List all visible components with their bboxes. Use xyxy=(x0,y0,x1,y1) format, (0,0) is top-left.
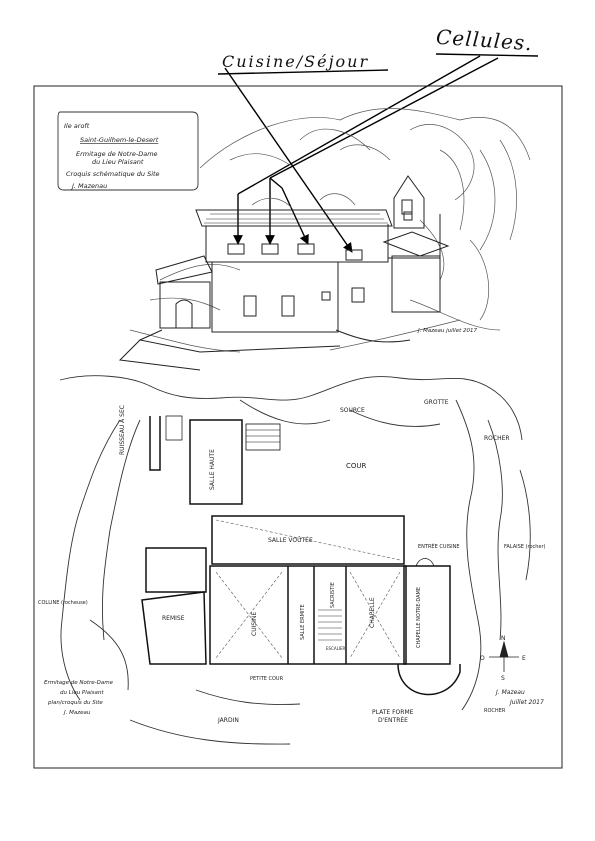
plan-vault-lines xyxy=(215,519,401,659)
label-jardin: JARDIN xyxy=(217,717,239,724)
annotation-lines xyxy=(217,53,539,253)
plan-rock-contours xyxy=(59,375,531,745)
label-ruisseau: RUISSEAU À SEC xyxy=(119,405,126,455)
compass-s: S xyxy=(501,675,505,682)
label-falaise: FALAISE (rocher) xyxy=(504,544,546,550)
plan-caption-2: du Lieu Plaisant xyxy=(60,690,104,696)
label-salle-ermite: SALLE ERMITE xyxy=(300,604,306,640)
label-salle-voutee: SALLE VOÛTÉE xyxy=(268,536,313,544)
label-plate-forme: PLATE FORME xyxy=(372,709,414,716)
label-cour: COUR xyxy=(346,462,367,470)
plan-caption-4: J. Mazeau xyxy=(63,710,91,716)
hillside-sketch xyxy=(129,108,531,353)
label-cuisine: CUISINE xyxy=(251,612,258,636)
plan-caption-1: Ermitage de Notre-Dame xyxy=(44,680,114,686)
label-source: SOURCE xyxy=(340,407,365,414)
compass-e: E xyxy=(522,655,526,662)
drawing-frame xyxy=(33,85,563,769)
compass-rose xyxy=(489,640,519,672)
hermitage-building-sketch xyxy=(118,175,450,371)
title-box-text: Ile aroft Saint-Guilhem-le-Desert Ermita… xyxy=(64,122,160,190)
label-sacristie: SACRISTIE xyxy=(330,582,336,608)
label-escalier: ESCALIER xyxy=(326,646,346,651)
title-line-4: du Lieu Plaisant xyxy=(92,158,144,166)
label-remise: REMISE xyxy=(162,615,185,622)
plan-walls xyxy=(141,415,461,696)
compass-n: N xyxy=(501,635,506,642)
title-line-5: Croquis schématique du Site xyxy=(66,170,160,178)
label-chapelle-1: CHAPELLE xyxy=(369,597,376,628)
plan-labels: RUISSEAU À SEC SOURCE GROTTE ROCHER COUR… xyxy=(38,399,546,724)
label-dentree: D'ENTRÉE xyxy=(378,716,408,724)
label-rocher: ROCHER xyxy=(484,435,510,442)
label-petite-cour: PETITE COUR xyxy=(250,676,284,682)
title-line-6: J. Mazenau xyxy=(70,182,107,190)
title-line-1: Ile aroft xyxy=(64,122,90,130)
label-grotte: GROTTE xyxy=(424,399,449,406)
compass-o: O xyxy=(480,655,485,662)
label-salle-haute: SALLE HAUTE xyxy=(209,449,216,490)
title-box xyxy=(57,111,199,191)
plan-caption-3: plan/croquis du Site xyxy=(47,700,103,706)
annotation-cuisine-sejour: Cuisine/Séjour xyxy=(222,52,370,71)
label-chapelle-2: CHAPELLE NOTRE-DAME xyxy=(416,587,422,648)
label-colline: COLLINE (rocheuse) xyxy=(38,600,88,606)
sketch-signature: J. Mazeau juillet 2017 xyxy=(417,328,477,334)
title-line-3: Ermitage de Notre-Dame xyxy=(76,150,158,158)
plan-signature-1: J. Mazeau xyxy=(495,689,525,696)
signatures: J. Mazeau juillet 2017 Ermitage de Notre… xyxy=(44,328,544,716)
label-rocher-bas: ROCHER xyxy=(484,708,506,714)
label-entree-cuisine: ENTRÉE CUISINE xyxy=(418,542,460,550)
title-line-2: Saint-Guilhem-le-Desert xyxy=(80,136,159,144)
plan-signature-2: Juillet 2017 xyxy=(509,699,544,706)
plan-stair xyxy=(318,609,342,641)
